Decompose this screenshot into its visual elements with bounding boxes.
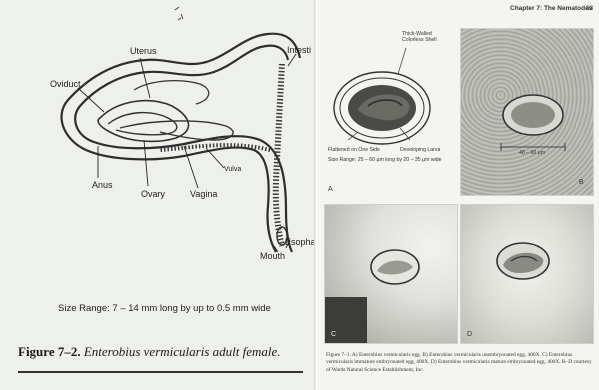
chapter-header: Chapter 7: The Nematodes	[510, 5, 592, 12]
panel-letter-c: C	[331, 331, 336, 338]
label-esophagus: Esophag	[285, 238, 316, 247]
micrograph-panel-d: D	[460, 204, 594, 344]
label-vulva: Vulva	[224, 166, 241, 173]
figure-caption: Figure 7–2. Enterobius vermicularis adul…	[18, 344, 281, 360]
label-uterus: Uterus	[130, 47, 157, 56]
micrograph-panel-c: C	[324, 204, 458, 344]
figure-7-1-caption: Figure 7–1. A) Enterobius vermicularis e…	[326, 352, 592, 374]
label-intestine: Intesti	[287, 46, 311, 55]
size-range-text: Size Range: 7 – 14 mm long by up to 0.5 …	[58, 303, 271, 314]
micrograph-panel-b: 48 – 60 µm B	[460, 28, 594, 196]
label-mouth: Mouth	[260, 252, 285, 261]
label-ovary: Ovary	[141, 190, 165, 199]
panel-letter-a: A	[328, 186, 333, 193]
label-larva: Developing Larva	[400, 148, 440, 154]
label-anus: Anus	[92, 181, 113, 190]
panel-letter-d: D	[467, 331, 472, 338]
left-book-page: Oviduct Uterus Intesti Anus Ovary Vagina…	[0, 0, 316, 390]
label-flattened: Flattened on One Side	[328, 148, 380, 154]
caption-rule	[18, 371, 303, 373]
label-oviduct: Oviduct	[50, 80, 81, 89]
label-size-range-egg: Size Range: 25 – 60 µm long by 20 – 35 µ…	[328, 158, 442, 164]
panel-letter-b: B	[579, 179, 584, 186]
right-book-page: Chapter 7: The Nematodes 33 Thick-Walled…	[318, 0, 599, 390]
label-measure: 48 – 60 µm	[519, 151, 545, 157]
label-vagina: Vagina	[190, 190, 217, 199]
figure-description: Enterobius vermicularis adult female.	[84, 344, 281, 359]
page-number: 33	[586, 5, 593, 12]
label-shell: Thick-Walled Colorless Shell	[402, 32, 448, 43]
figure-label: Figure 7–2.	[18, 344, 81, 359]
